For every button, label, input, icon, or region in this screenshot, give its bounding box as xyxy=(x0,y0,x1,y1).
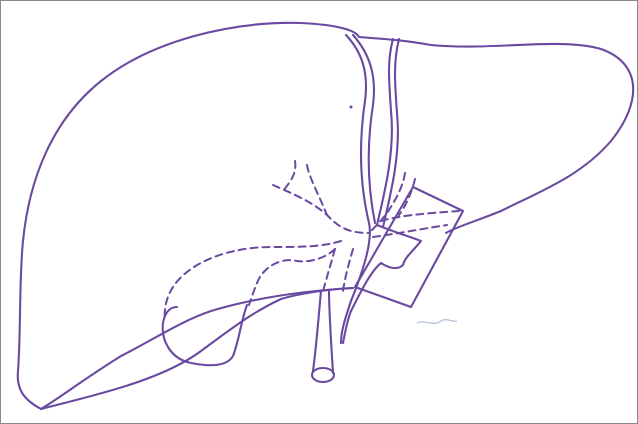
inferior-margin xyxy=(41,288,353,409)
duct-right-wall xyxy=(329,291,333,373)
liver-outline xyxy=(18,23,633,409)
dashed-duct-horizontal xyxy=(381,211,459,221)
dashed-vessel-left-loop xyxy=(165,241,341,321)
inset-notch xyxy=(343,225,421,343)
duct-opening xyxy=(312,368,334,382)
inferior-margin-left xyxy=(41,288,353,409)
duct-left-wall xyxy=(313,291,321,371)
tiny-dot-mark xyxy=(350,106,353,109)
faint-smudge xyxy=(417,320,457,324)
dashed-vessel-down xyxy=(343,249,353,291)
dashed-duct-branch-a xyxy=(283,161,295,191)
falciform-ligament-left xyxy=(341,35,370,343)
dashed-duct-upper-left xyxy=(273,185,369,233)
